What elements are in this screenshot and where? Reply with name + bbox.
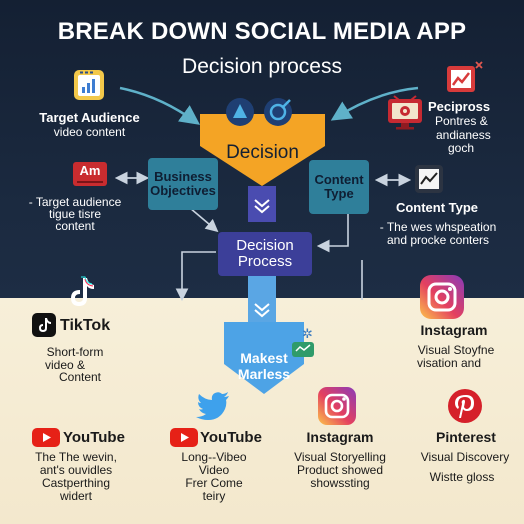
- tiktok-line3: Content: [58, 370, 102, 384]
- content-type-line1: - The wes whspeation: [379, 220, 497, 234]
- instagram-mid-name: Instagram: [306, 429, 374, 445]
- target-audience-subtitle: video content: [53, 125, 126, 139]
- page-subtitle: Decision process: [182, 55, 342, 78]
- page-title: BREAK DOWN SOCIAL MEDIA APP: [57, 18, 467, 45]
- analytics-tablet-icon: [72, 68, 106, 102]
- twitter-bird-icon: [196, 392, 230, 420]
- makest-shape: [224, 322, 304, 394]
- tiktok-line2: video &: [44, 358, 86, 372]
- decision-process-line1: Decision: [236, 236, 294, 254]
- instagram-logo-icon: [420, 275, 464, 319]
- svg-text:✲: ✲: [302, 327, 313, 342]
- youtube-mid-line1: Long--Vibeo: [181, 450, 247, 464]
- youtube-left-line4: widert: [59, 489, 92, 503]
- makest-line1: Makest: [240, 350, 288, 366]
- left-mid-line2: tigue tisre: [48, 207, 102, 221]
- tiktok-badge-icon: [32, 313, 56, 337]
- chevron-down-icon: [246, 186, 278, 222]
- business-objectives-box: Business Objectives: [148, 158, 218, 210]
- decision-process-box: Decision Process: [218, 232, 312, 276]
- am-badge-icon: [72, 161, 108, 187]
- youtube-left-line2: ant's ouvidles: [39, 463, 113, 477]
- pinterest-logo-icon: [447, 388, 483, 424]
- pecipross-title: Pecipross: [428, 99, 491, 114]
- pecipross-line2: Pontres &: [435, 114, 488, 128]
- instagram-mid-line2: Product showed: [296, 463, 384, 477]
- instagram-top-line1: Visual Stoyfne: [417, 343, 495, 357]
- youtube-left-name: YouTube: [63, 429, 125, 446]
- business-objectives-line2: Objectives: [150, 183, 216, 198]
- instagram-top-line2: visation and: [416, 356, 482, 370]
- tiktok-line1: Short-form: [46, 345, 104, 359]
- youtube-left-line3: Castperthing: [41, 476, 111, 490]
- pinterest-name: Pinterest: [436, 429, 496, 445]
- content-type-box: Content Type: [309, 160, 369, 214]
- pecipross-line3: andianess: [436, 128, 491, 142]
- content-type-box-line1: Content: [314, 171, 364, 187]
- line-chart-icon: [414, 164, 444, 194]
- instagram-logo-icon: [318, 387, 356, 425]
- pinterest-line1: Visual Discovery: [420, 450, 510, 464]
- tiktok-logo-icon: [66, 276, 96, 308]
- youtube-left-line1: The The wevin,: [35, 450, 117, 464]
- youtube-mid-line2: Video: [198, 463, 230, 477]
- content-type-title: Content Type: [395, 200, 479, 215]
- am-badge-label: Am: [79, 163, 101, 178]
- pinterest-line2: Wistte gloss: [429, 470, 495, 484]
- left-mid-line3: content: [55, 219, 95, 233]
- content-type-line2: and procke conters: [386, 233, 490, 247]
- decision-process-line2: Process: [237, 253, 293, 270]
- content-type-box-line2: Type: [324, 186, 354, 201]
- decision-label: Decision: [226, 142, 299, 163]
- tiktok-name: TikTok: [60, 317, 111, 334]
- trend-chart-icon: [444, 60, 484, 96]
- instagram-mid-line1: Visual Storyelling: [294, 450, 386, 464]
- instagram-mid-line3: showssting: [310, 476, 370, 490]
- youtube-mid-name: YouTube: [200, 429, 262, 446]
- decision-shape: [200, 92, 325, 186]
- business-objectives-line1: Business: [154, 168, 212, 184]
- pecipross-line4: goch: [448, 141, 475, 155]
- youtube-mid-line3: Frer Come: [185, 476, 243, 490]
- chevron-down-icon: [246, 276, 278, 324]
- youtube-logo-icon: [170, 428, 198, 447]
- target-audience-title: Target Audience: [39, 110, 140, 125]
- instagram-top-name: Instagram: [420, 322, 488, 338]
- left-mid-line1: - Target audience: [28, 195, 122, 209]
- makest-line2: Marless: [237, 366, 291, 382]
- monitor-alert-icon: [386, 95, 426, 131]
- youtube-logo-icon: [32, 428, 60, 447]
- gear-chat-icon: ✲: [288, 326, 318, 362]
- youtube-mid-line4: teiry: [202, 489, 226, 503]
